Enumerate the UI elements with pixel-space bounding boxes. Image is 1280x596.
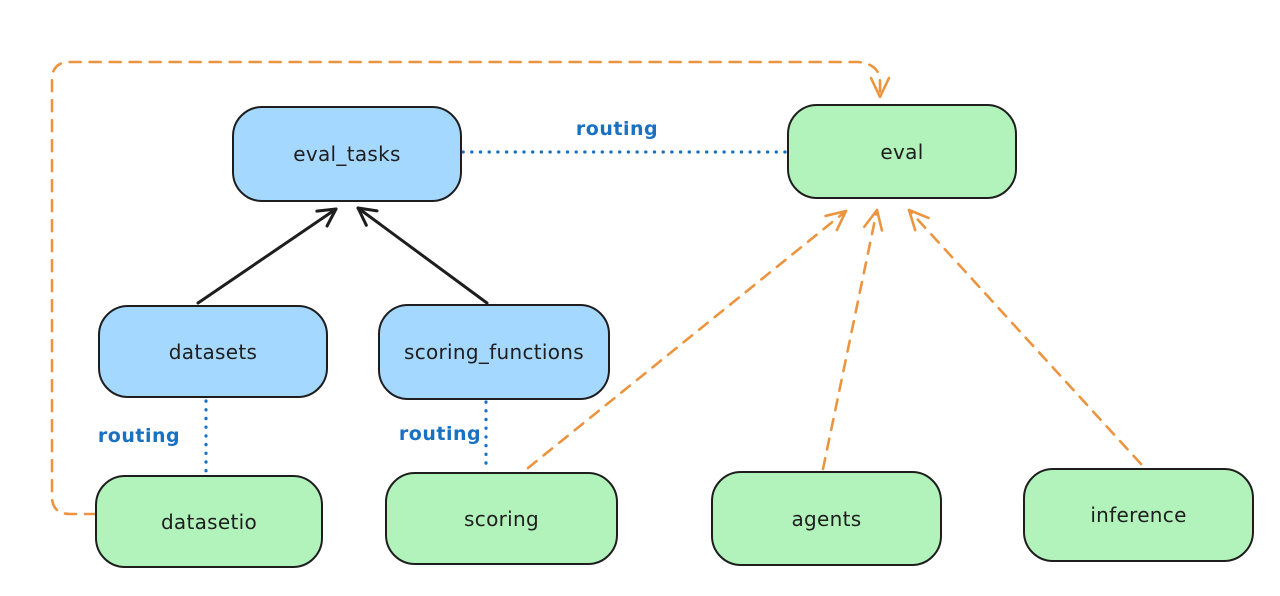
node-eval-tasks: eval_tasks xyxy=(232,106,462,202)
node-scoring-functions-label: scoring_functions xyxy=(403,340,585,364)
node-agents-label: agents xyxy=(791,506,862,531)
node-inference: inference xyxy=(1023,468,1254,562)
node-eval: eval xyxy=(787,104,1017,199)
node-eval-tasks-label: eval_tasks xyxy=(293,142,401,166)
node-datasetio-label: datasetio xyxy=(160,509,258,534)
edge-scoringfunctions-evaltasks-arrow xyxy=(356,206,489,305)
edge-label-routing-datasets: routing xyxy=(97,425,181,447)
node-datasets: datasets xyxy=(98,305,328,398)
node-datasets-label: datasets xyxy=(168,339,258,364)
node-datasetio: datasetio xyxy=(95,475,323,568)
node-scoring-label: scoring xyxy=(464,506,539,531)
edge-label-routing-scoring: routing xyxy=(398,423,482,445)
node-agents: agents xyxy=(711,471,942,566)
node-inference-label: inference xyxy=(1090,503,1187,527)
edge-scoring-eval-arrow xyxy=(526,209,848,470)
edge-datasetio-eval-arrow xyxy=(50,60,891,516)
edge-agents-eval-arrow xyxy=(821,208,884,471)
node-scoring-functions: scoring_functions xyxy=(378,304,610,400)
node-scoring: scoring xyxy=(385,472,618,565)
edge-inference-eval-arrow xyxy=(907,208,1143,466)
edge-datasets-evaltasks-arrow xyxy=(196,207,338,305)
node-eval-label: eval xyxy=(880,139,924,164)
edge-label-routing-top: routing xyxy=(575,118,659,140)
